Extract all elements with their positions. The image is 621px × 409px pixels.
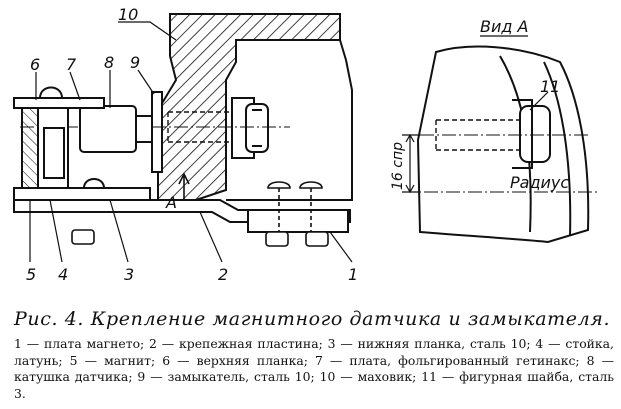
view-a-nut: [519, 105, 551, 163]
view-a-flywheel-outer: [416, 45, 590, 244]
view-a-washer: [512, 99, 533, 169]
closer-plate: [151, 91, 163, 173]
figure-caption-title: Рис. 4. Крепление магнитного датчика и з…: [14, 308, 611, 330]
view-a: [402, 35, 600, 244]
label-1: 1: [348, 265, 358, 284]
label-9: 9: [130, 53, 140, 72]
sensor-coil: [79, 105, 137, 153]
label-10: 10: [118, 5, 138, 24]
dimension-line: [402, 133, 420, 194]
coil-core: [135, 115, 153, 143]
view-a-title: Вид А: [480, 17, 528, 36]
label-5: 5: [26, 265, 36, 284]
view-arrow: [178, 172, 190, 200]
part-number-labels: 10 6 7 8 9 5 4 3 2 1 А: [26, 5, 358, 284]
main-view: [13, 13, 353, 247]
label-6: 6: [30, 55, 40, 74]
leader-11: [529, 91, 549, 111]
dimension-label: 16 спр: [390, 142, 406, 190]
label-3: 3: [124, 265, 134, 284]
upper-bar: [13, 97, 105, 109]
label-7: 7: [66, 55, 77, 74]
nut-chamfer: [252, 109, 262, 147]
figure-caption-legend: 1 — плата магнето; 2 — крепежная пластин…: [14, 336, 614, 402]
magneto-plate: [247, 209, 349, 233]
bolt-shaft-hidden: [167, 111, 232, 143]
label-2: 2: [218, 265, 228, 284]
legend-text: 1 — плата магнето; 2 — крепежная пластин…: [14, 336, 614, 401]
upper-screw: [38, 86, 64, 99]
bottom-screws: [71, 181, 329, 247]
lower-screw: [82, 178, 106, 189]
view-a-hidden-bolt: [435, 119, 520, 151]
lower-bar: [13, 187, 151, 201]
label-11: 11: [540, 77, 560, 96]
bracket-inner: [43, 127, 65, 179]
label-8: 8: [104, 53, 114, 72]
nut: [245, 103, 269, 153]
flywheel-outline: [226, 39, 353, 201]
view-a-labels: Вид А 11 Радиус 16 спр: [390, 17, 569, 192]
radius-label: Радиус: [510, 173, 569, 192]
label-A: А: [165, 193, 177, 212]
leader-lines: [29, 21, 353, 263]
label-4: 4: [58, 265, 68, 284]
sensor-mounting-drawing: 10 6 7 8 9 5 4 3 2 1 А Вид А 11 Радиус 1…: [13, 5, 600, 284]
